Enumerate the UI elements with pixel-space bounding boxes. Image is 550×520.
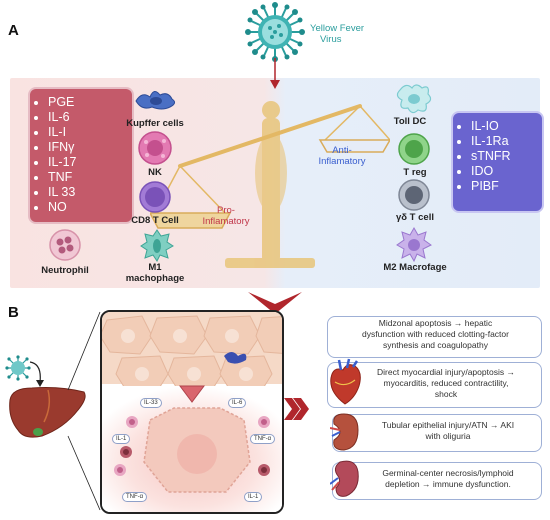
virus-label-line1: Yellow Fever — [310, 23, 365, 34]
outcome-liver-box — [327, 316, 542, 358]
kidney-organ-icon — [330, 413, 359, 451]
outcomes-arrow-icon — [284, 398, 309, 420]
gamma-delta-t-cell-label: γδ T cell — [396, 212, 434, 223]
gamma-delta-t-cell-icon — [398, 179, 430, 211]
virus-label: Yellow Fever Virus — [310, 23, 364, 45]
pro-label-line2: Inflamatory — [202, 216, 250, 227]
cytokine-item: IL-1Ra — [471, 134, 542, 149]
cytokine-tag: IL-1 — [112, 434, 131, 444]
toll-dc-icon — [396, 84, 432, 114]
pro-inflammatory-cytokine-list: PGE IL-6 IL-I IFNγ IL-17 TNF IL 33 NO — [28, 87, 134, 224]
cytokine-item: IL 33 — [48, 185, 132, 200]
neutrophil-label: Neutrophil — [41, 265, 89, 276]
toll-dc-label: Toll DC — [393, 116, 427, 127]
outcome-liver-text: Midzonal apoptosis → hepatic dysfunction… — [333, 318, 538, 351]
neutrophil-icon — [49, 229, 81, 261]
panel-letter-b: B — [8, 304, 19, 321]
outcome-kidney-box — [332, 414, 542, 452]
outcome-line: Midzonal apoptosis → hepatic — [378, 318, 493, 328]
cytokine-tag: TNF-α — [250, 434, 276, 444]
cytokine-item: IDO — [471, 164, 542, 179]
cytokine-item: TNF — [48, 170, 132, 185]
liver-tissue-zoom — [100, 310, 284, 514]
m1-macrophage-label: M1 machophage — [125, 262, 185, 284]
cytokine-tag: TNF-α — [122, 492, 148, 502]
panel-letter-a: A — [8, 22, 19, 39]
pro-inflammatory-label: Pro- Inflamatory — [196, 205, 256, 227]
outcome-line: myocarditis, reduced contractility, — [383, 378, 509, 388]
cytokine-tag: IL-6 — [228, 398, 247, 408]
virus-label-line2: Virus — [320, 34, 342, 45]
pro-label-line1: Pro- — [217, 205, 235, 216]
small-virus-icon — [5, 355, 31, 381]
balance-scale-icon — [150, 101, 390, 268]
heart-organ-icon — [330, 358, 361, 405]
cd8-t-cell-icon — [139, 181, 171, 213]
cytokine-item: NO — [48, 200, 132, 215]
anti-inflammatory-label: Anti- Inflamatory — [312, 145, 372, 167]
cytokine-item: PIBF — [471, 179, 542, 194]
liver-icon — [9, 387, 86, 438]
anti-label-line2: Inflamatory — [318, 156, 366, 167]
m1-macrophage-icon — [140, 229, 174, 262]
cytokine-tag: IL-33 — [140, 398, 162, 408]
virus-down-arrow — [270, 58, 280, 89]
cytokine-tag: IL-1 — [244, 492, 263, 502]
virus-to-liver-arrow — [29, 361, 44, 387]
outcome-line: synthesis and coagulopathy — [383, 340, 488, 350]
cytokine-item: PGE — [48, 95, 132, 110]
outcome-line: Tubular epithelial injury/ATN → AKI — [381, 420, 515, 430]
outcome-line: Direct myocardial injury/apoptosis → — [377, 367, 515, 377]
cytokine-item: IFNγ — [48, 140, 132, 155]
outcome-line: dysfunction with reduced clotting-factor — [362, 329, 509, 339]
t-reg-label: T reg — [403, 167, 427, 178]
m2-macrophage-icon — [396, 226, 432, 262]
outcome-kidney-text: Tubular epithelial injury/ATN → AKI with… — [358, 420, 538, 442]
zoom-lines — [67, 311, 101, 511]
outcome-spleen-text: Germinal-center necrosis/lymphoid deplet… — [358, 468, 538, 490]
nk-cell-icon — [138, 131, 172, 165]
nk-label: NK — [148, 167, 162, 178]
outcome-heart-box — [327, 362, 542, 408]
m2-macrophage-label: M2 Macrofage — [383, 262, 447, 273]
hepatocyte-tissue-illustration — [102, 312, 282, 512]
kupffer-cell-icon — [135, 91, 176, 110]
spleen-organ-icon — [330, 460, 359, 497]
cytokine-item: IL-IO — [471, 119, 542, 134]
cytokine-item: IL-17 — [48, 155, 132, 170]
t-reg-icon — [398, 133, 430, 165]
kupffer-cells-label: Kupffer cells — [126, 118, 184, 129]
anti-inflammatory-cytokine-list: IL-IO IL-1Ra sTNFR IDO PIBF — [451, 111, 544, 213]
outcome-line: with oliguria — [425, 431, 471, 441]
cytokine-item: sTNFR — [471, 149, 542, 164]
cd8-t-cell-label: CD8 T Cell — [131, 215, 179, 226]
anti-label-line1: Anti- — [332, 145, 352, 156]
outcome-line: shock — [434, 389, 458, 399]
outcome-line: Germinal-center necrosis/lymphoid — [382, 468, 514, 478]
cytokine-item: IL-6 — [48, 110, 132, 125]
panel-transition-arrow — [248, 292, 302, 314]
outcome-line: depletion → immune dysfunction. — [385, 479, 511, 489]
cytokine-item: IL-I — [48, 125, 132, 140]
yellow-fever-virus-icon — [245, 2, 305, 62]
outcome-heart-text: Direct myocardial injury/apoptosis → myo… — [352, 367, 540, 400]
